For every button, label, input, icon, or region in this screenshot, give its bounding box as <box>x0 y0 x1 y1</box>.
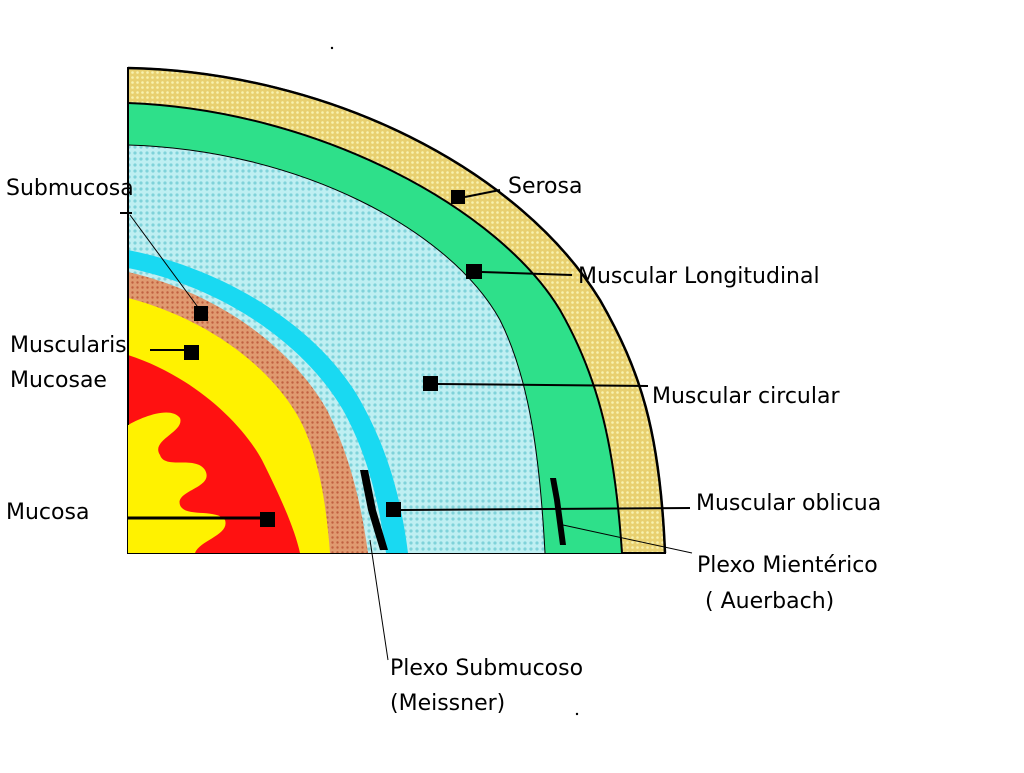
label-mucosa: Mucosa <box>6 500 89 525</box>
serosa-inner-line <box>127 102 623 554</box>
stray-dot-bottom <box>575 712 579 716</box>
marker-mucosa <box>128 512 275 527</box>
label-mucosae: Mucosae <box>10 368 107 393</box>
plexo-submucoso-mark <box>360 470 388 550</box>
outer-boundary-line <box>127 66 667 554</box>
marker-muscular-longitudinal <box>466 264 573 279</box>
marker-muscularis-mucosae <box>150 345 199 360</box>
label-meissner: (Meissner) <box>390 691 505 716</box>
label-muscular-longitudinal: Muscular Longitudinal <box>578 264 820 289</box>
label-muscular-oblicua: Muscular oblicua <box>696 491 881 516</box>
marker-submucosa <box>120 212 208 321</box>
label-muscularis: Muscularis <box>10 333 127 358</box>
label-plexo-mienterico: Plexo Mientérico <box>697 553 878 578</box>
plexo-mienterico-mark <box>550 478 566 545</box>
label-muscular-circular: Muscular circular <box>652 384 840 409</box>
mucosa-red-layer <box>128 355 300 553</box>
label-serosa: Serosa <box>508 174 582 199</box>
marker-muscular-circular <box>423 376 649 391</box>
marker-serosa <box>451 189 501 204</box>
stray-dot-top <box>330 46 334 50</box>
label-auerbach: ( Auerbach) <box>705 589 834 614</box>
marker-plexo-mienterico <box>562 524 693 554</box>
marker-muscular-oblicua <box>386 502 691 517</box>
label-plexo-submucoso: Plexo Submucoso <box>390 656 583 681</box>
circular-outer-line <box>127 144 546 554</box>
marker-plexo-submucoso <box>369 539 389 661</box>
label-submucosa: Submucosa <box>6 176 134 201</box>
